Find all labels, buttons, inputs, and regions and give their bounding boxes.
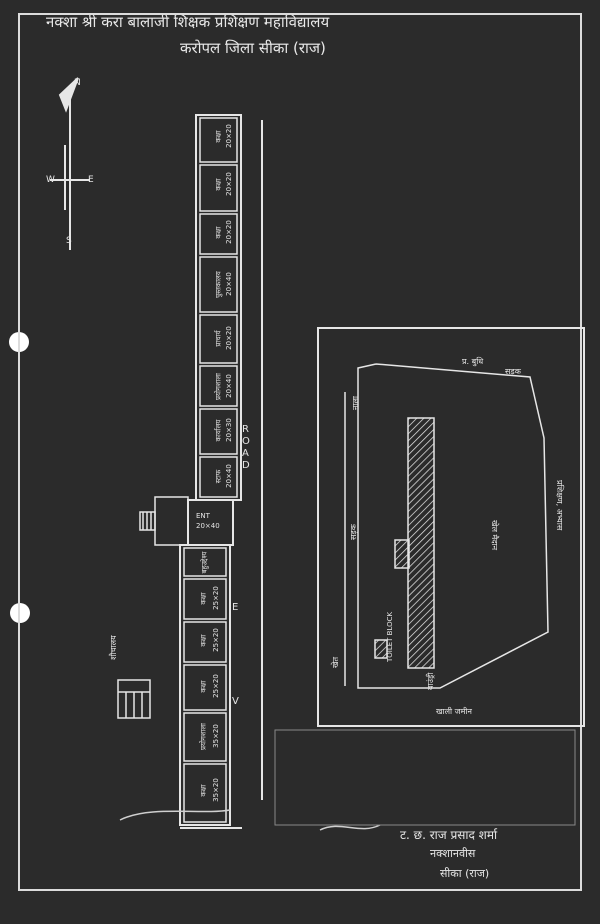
entrance-name: ENT [196,512,210,520]
site-plan [317,327,585,727]
room-4-name: पुस्तकालय [214,271,223,298]
room-6-name: प्रयोगशाला [214,373,223,400]
room-dividers-south [183,547,227,823]
room-3-name: कक्षा [214,226,223,239]
room-8-size: 20×40 [225,464,233,488]
room-13-size: 35×20 [212,724,220,748]
room-1-size: 20×20 [225,124,233,148]
compass-west: W [46,175,55,185]
compass-east: E [88,175,94,185]
room-8-name: स्टाफ [214,469,223,484]
room-10-size: 25×20 [212,586,220,610]
room-7-name: कार्यालय [214,419,223,442]
building-south-wing [179,544,231,826]
signature-marks [119,729,576,831]
compass-south: S [66,236,72,246]
room-14-size: 35×20 [212,778,220,802]
room-6-size: 20×40 [225,374,233,398]
room-3-size: 20×20 [225,220,233,244]
room-5-name: प्राचार्य [214,330,223,347]
site-label-left-low: खेत [331,656,340,668]
site-label-top: प्र. बुधि [462,357,484,366]
toilet-block-label: शौचालय [109,635,118,660]
room-dividers-north [199,117,238,498]
room-2-name: कक्षा [214,178,223,191]
compass-north: N [74,78,81,88]
room-11-size: 25×20 [212,628,220,652]
site-label-left-mid: सड़क [349,524,358,540]
road-letter-4: D [242,460,250,471]
room-5-size: 20×20 [225,326,233,350]
site-legend-label: TOILET BLOCK [386,611,394,662]
road-letter-1: R [242,424,249,435]
drawing-title: नक्शा श्री करा बालाजी शिक्षक प्रशिक्षण म… [46,13,330,31]
room-4-size: 20×40 [225,272,233,296]
room-14-name: कक्षा [199,784,208,797]
site-label-bottom-left: बाउंड्री [426,672,435,690]
room-10-name: कक्षा [199,592,208,605]
porch-steps [139,496,189,546]
room-1-name: कक्षा [214,130,223,143]
entrance-size: 20×40 [196,522,220,530]
drawing-subtitle: करोपल जिला सीका (राज) [180,39,326,57]
signature-line-1: ट. छ. राज प्रसाद शर्मा [400,828,498,842]
room-2-size: 20×20 [225,172,233,196]
toilet-block [117,679,151,719]
site-label-left-top: नाला [351,395,360,410]
room-12-name: कक्षा [199,680,208,693]
site-label-top-right: सड़क [505,367,521,376]
road-letter-2: O [242,436,250,447]
room-13-name: प्रयोगशाला [199,723,208,750]
signature-line-3: सीका (राज) [440,867,490,880]
road-letter-3: A [242,448,249,459]
road-side-letter-v: V [232,696,239,707]
road-side-letter-e: E [232,602,239,613]
sheet-border [18,13,582,891]
compass [50,77,90,250]
site-label-right: प्रशिक्षण, अभ्यास [555,480,564,531]
room-11-name: कक्षा [199,634,208,647]
site-label-center: खेल मैदान [490,520,499,551]
signature-line-2: नक्शानवीस [430,847,476,860]
room-12-size: 25×20 [212,674,220,698]
room-7-size: 20×30 [225,418,233,442]
site-label-bottom: खाली जमीन [436,707,472,716]
